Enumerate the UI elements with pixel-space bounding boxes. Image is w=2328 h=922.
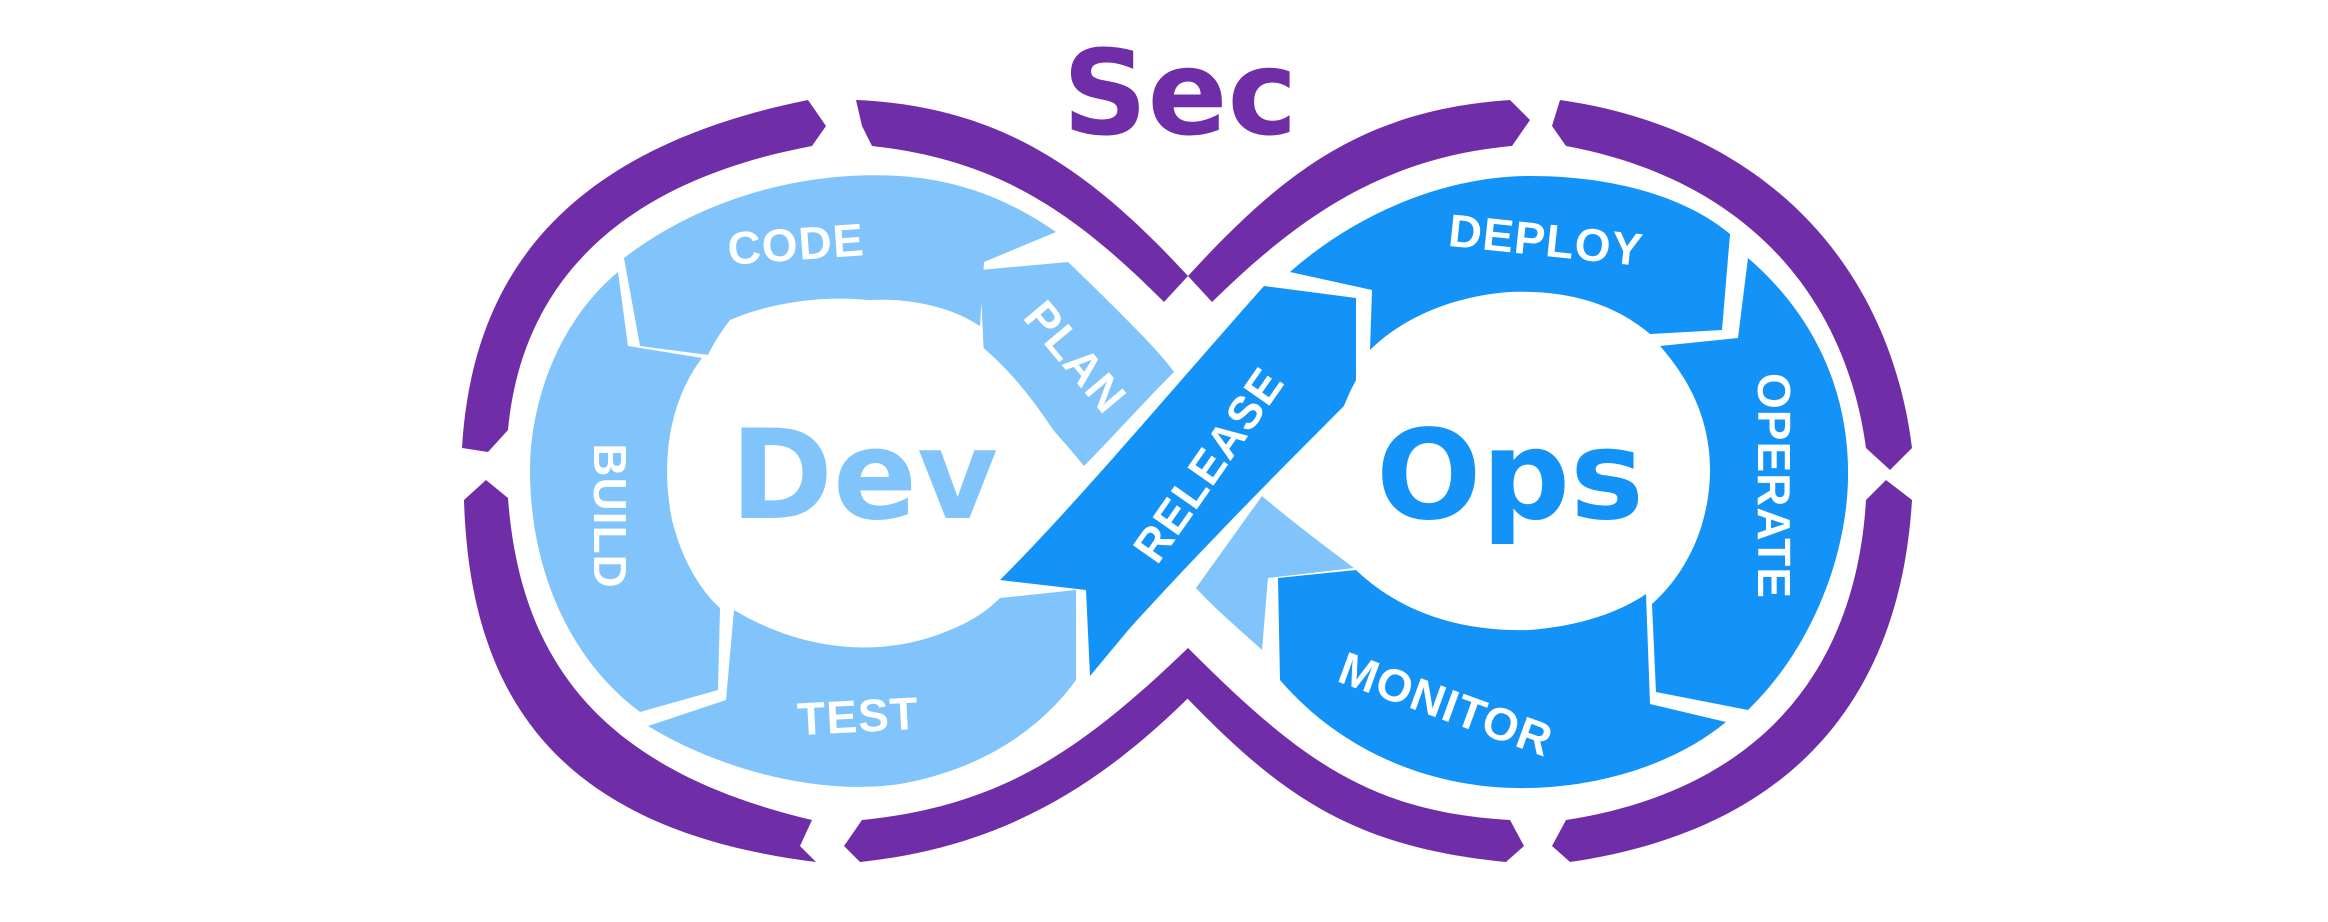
operate-segment [1652,258,1849,710]
stage-label-test: TEST [796,687,920,745]
stage-label-build: BUILD [584,443,636,589]
sec-title: Sec [1063,24,1298,162]
ops-label: Ops [1376,404,1644,548]
test-segment [648,590,1076,787]
sec-ring-left-upper [462,100,826,452]
dev-loop [530,175,1174,787]
code-segment [624,175,1056,356]
build-segment [530,272,720,712]
stage-label-operate: OPERATE [1748,373,1800,599]
sec-ring-right-upper [1552,100,1912,470]
sec-ring-right-lower [1552,480,1912,862]
plan-segment [980,262,1174,466]
monitor-segment [1278,570,1726,789]
sec-ring-top-left [856,100,1188,302]
inner-holes [681,298,1705,626]
sec-ring-bottom-left [844,648,1210,862]
deploy-segment [1290,176,1730,350]
stage-label-code: CODE [726,213,866,274]
ops-loop [1000,176,1849,789]
dev-inner-hole [681,298,1060,606]
dev-label: Dev [730,404,998,548]
sec-ring-left-lower [464,480,816,862]
sec-ring-top-right [1188,100,1530,302]
ops-inner-hole [1316,306,1705,626]
release-segment [1000,286,1356,676]
monitor-notch [1196,496,1354,650]
sec-ring [462,100,1912,862]
